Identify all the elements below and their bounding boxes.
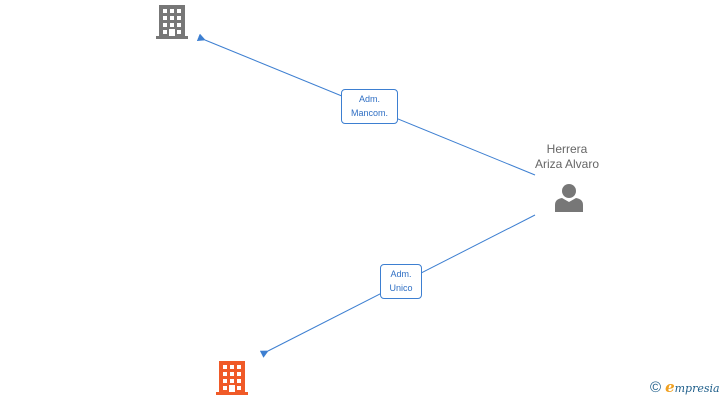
person-name-label[interactable]: Herrera Ariza Alvaro	[515, 142, 619, 172]
brand-logo-initial: e	[665, 378, 675, 396]
edge-label-line2: Mancom.	[350, 108, 388, 118]
building-icon[interactable]	[216, 361, 248, 395]
edge-label-line2: Unico	[389, 283, 413, 293]
edge-label-mancom[interactable]: Adm. Mancom.	[341, 89, 398, 124]
brand-logo-rest: mpresia	[674, 382, 720, 395]
person-name-line1: Herrera	[546, 142, 588, 156]
person-name-line2: Ariza Alvaro	[534, 157, 600, 171]
edge-label-line1: Adm.	[390, 269, 412, 279]
edge-label-unico[interactable]: Adm. Unico	[380, 264, 422, 299]
building-icon[interactable]	[156, 5, 188, 39]
copyright-icon: ©	[650, 379, 662, 396]
edge-label-line1: Adm.	[358, 94, 380, 104]
brand-watermark: © empresia	[650, 378, 720, 398]
person-icon[interactable]	[555, 183, 583, 212]
brand-logo: empresia	[665, 377, 720, 399]
